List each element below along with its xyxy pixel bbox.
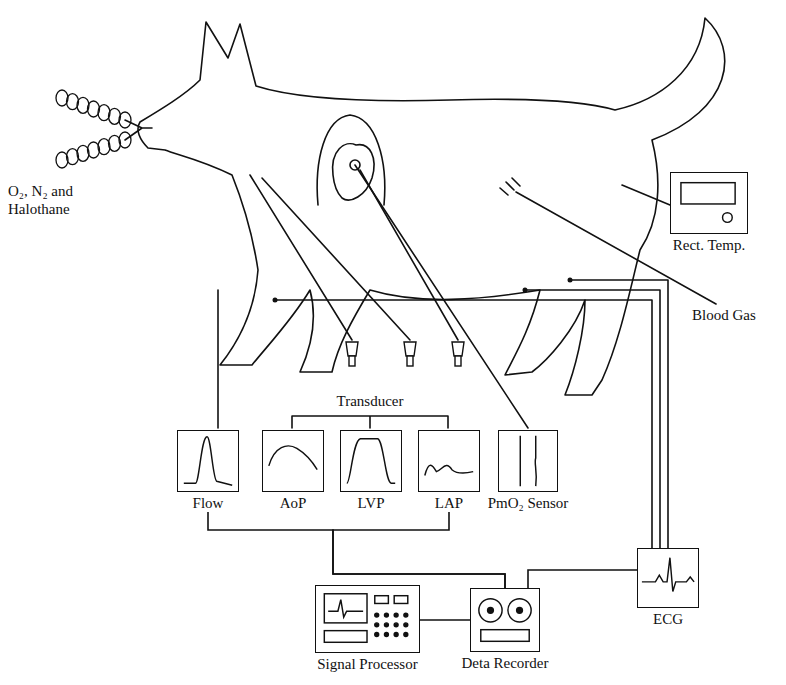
catheter-line <box>250 175 352 340</box>
instrument-label: LAP <box>416 494 482 512</box>
instrument-icon <box>178 431 238 491</box>
heart <box>333 144 374 200</box>
instrument-face <box>670 172 748 234</box>
instrument-icon <box>471 589 539 651</box>
instrument-icon <box>316 586 419 652</box>
instrument-label: Rect. Temp. <box>668 236 750 254</box>
instrument-label: PmO₂ Sensor <box>486 494 571 512</box>
ecg-lead <box>275 300 652 548</box>
signal-cable <box>420 619 470 621</box>
instrument-label: Deta Recorder <box>460 654 551 672</box>
instrument-label: AoP <box>260 494 326 512</box>
instrument-face <box>177 430 239 492</box>
electrode-dot <box>568 278 573 283</box>
instrument-face <box>315 585 420 653</box>
instrument-face <box>498 430 558 492</box>
signal-cable <box>333 512 505 588</box>
annotation-label: Transducer <box>335 392 406 410</box>
instrument-box: Rect. Temp. <box>668 172 750 254</box>
instrument-label: LVP <box>338 494 404 512</box>
temp-lead <box>622 185 670 205</box>
instrument-label: ECG <box>635 610 701 628</box>
tube-ring <box>119 112 131 128</box>
pmo2-lead <box>355 165 528 428</box>
instrument-icon <box>419 431 479 491</box>
dog-outline <box>138 18 725 395</box>
flow-lead <box>217 290 219 428</box>
transducer-dome <box>404 342 416 356</box>
instrument-face <box>340 430 402 492</box>
transducer-dome <box>346 342 358 356</box>
instrument-face <box>262 430 324 492</box>
instrument-face <box>418 430 480 492</box>
instrument-label: Flow <box>175 494 241 512</box>
instrument-icon <box>671 173 747 233</box>
ecg-lead <box>570 280 668 548</box>
instrument-box: LAP <box>416 430 482 512</box>
breathing-tubes <box>56 90 131 168</box>
instrument-box: LVP <box>338 430 404 512</box>
instrument-box: Signal Processor <box>313 585 422 673</box>
transducer-body <box>349 356 355 366</box>
chest-window <box>317 115 385 205</box>
instrument-icon <box>263 431 323 491</box>
instrument-box: Deta Recorder <box>460 588 551 672</box>
instrument-icon <box>638 549 698 607</box>
transducer-dome <box>452 342 464 356</box>
catheter-line <box>262 178 410 340</box>
instrument-face <box>637 548 699 608</box>
instrument-box: Flow <box>175 430 241 512</box>
annotation-label: Blood Gas <box>690 306 758 324</box>
instrument-face <box>470 588 540 652</box>
signal-cable <box>208 512 505 588</box>
transducer-icons <box>346 342 464 366</box>
instrument-label: Signal Processor <box>313 655 422 673</box>
tube-ring <box>119 132 131 148</box>
instrument-box: ECG <box>635 548 701 628</box>
signal-cable <box>528 570 637 588</box>
instrument-box: PmO₂ Sensor <box>486 430 571 512</box>
instrument-icon <box>341 431 401 491</box>
instrument-icon <box>499 431 557 491</box>
electrode-dot <box>523 288 528 293</box>
transducer-body <box>407 356 413 366</box>
annotation-label: O₂, N₂ and Halothane <box>6 182 128 218</box>
y-connector <box>125 120 152 140</box>
electrode-dot <box>273 298 278 303</box>
transducer-bracket <box>292 416 448 428</box>
transducer-body <box>455 356 461 366</box>
instrument-box: AoP <box>260 430 326 512</box>
